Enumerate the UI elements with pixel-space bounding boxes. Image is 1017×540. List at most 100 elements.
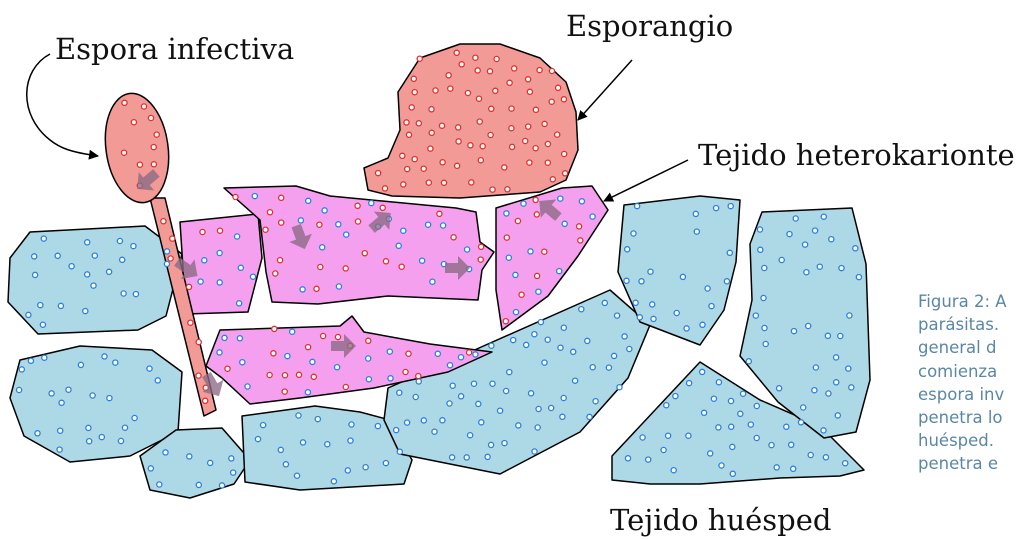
nucleus-dot [200,229,205,234]
nucleus-dot [524,342,529,347]
nucleus-dot [441,180,446,185]
nucleus-dot [702,410,707,415]
nucleus-dot [437,211,442,216]
nucleus-dot [388,376,393,381]
nucleus-dot [549,99,554,104]
nucleus-dot [117,238,122,243]
nucleus-dot [290,329,295,334]
nucleus-dot [488,132,493,137]
nucleus-dot [829,237,834,242]
nucleus-dot [849,385,854,390]
nucleus-dot [397,449,402,454]
nucleus-dot [196,482,201,487]
nucleus-dot [784,424,789,429]
nucleus-dot [421,166,426,171]
nucleus-dot [85,272,90,277]
nucleus-dot [507,80,512,85]
nucleus-dot [376,171,381,176]
nucleus-dot [412,157,417,162]
nucleus-dot [536,406,541,411]
nucleus-dot [509,144,514,149]
nucleus-dot [476,401,481,406]
nucleus-dot [164,249,169,254]
nucleus-dot [714,206,719,211]
nucleus-dot [283,462,288,467]
nucleus-dot [429,130,434,135]
nucleus-dot [709,304,714,309]
nucleus-dot [429,107,434,112]
nucleus-dot [493,88,498,93]
nucleus-dot [593,399,598,404]
nucleus-dot [401,228,406,233]
caption-line: penetra e [918,452,1017,475]
nucleus-dot [812,388,817,393]
nucleus-dot [512,66,517,71]
nucleus-dot [753,313,758,318]
nucleus-dot [441,223,446,228]
nucleus-dot [550,177,555,182]
nucleus-dot [774,465,779,470]
nucleus-dot [155,378,160,383]
nucleus-dot [700,369,705,374]
nucleus-dot [555,132,560,137]
nucleus-dot [716,425,721,430]
nucleus-dot [622,334,627,339]
nucleus-dot [217,280,222,285]
nucleus-dot [834,380,839,385]
nucleus-dot [537,68,542,73]
nucleus-dot [446,73,451,78]
nucleus-dot [355,219,360,224]
nucleus-dot [498,408,503,413]
nucleus-dot [406,132,411,137]
nucleus-dot [579,307,584,312]
nucleus-dot [69,264,74,269]
nucleus-dot [311,374,316,379]
nucleus-dot [394,428,399,433]
nucleus-dot [509,126,514,131]
nucleus-dot [763,341,768,346]
nucleus-dot [417,56,422,61]
nucleus-dot [686,433,691,438]
nucleus-dot [383,259,388,264]
nucleus-dot [754,435,759,440]
nucleus-dot [558,345,563,350]
nucleus-dot [450,383,455,388]
nucleus-dot [430,279,435,284]
nucleus-dot [664,403,669,408]
nucleus-dot [421,418,426,423]
nucleus-dot [502,165,507,170]
nucleus-dot [590,365,595,370]
nucleus-dot [245,384,250,389]
nucleus-dot [561,395,566,400]
nucleus-dot [646,457,651,462]
caption-line: espora inv [918,383,1017,406]
nucleus-dot [366,356,371,361]
nucleus-dot [306,345,311,350]
nucleus-dot [32,254,37,259]
nucleus-dot [237,336,242,341]
nucleus-dot [465,90,470,95]
nucleus-dot [396,243,401,248]
host-cell-left-top [8,226,182,334]
nucleus-dot [455,163,460,168]
nucleus-dot [808,452,813,457]
nucleus-dot [513,310,518,315]
nucleus-dot [533,107,538,112]
nucleus-dot [238,265,243,270]
nucleus-dot [58,303,63,308]
nucleus-dot [480,144,485,149]
nucleus-dot [447,401,452,406]
nucleus-dot [838,333,843,338]
nucleus-dot [336,222,341,227]
nucleus-dot [92,253,97,258]
nucleus-dot [196,373,201,378]
nucleus-dot [708,451,713,456]
nucleus-dot [719,463,724,468]
nucleus-dot [83,309,88,314]
nucleus-dot [724,279,729,284]
nucleus-dot [406,351,411,356]
nucleus-dot [490,187,495,192]
nucleus-dot [585,338,590,343]
nucleus-dot [41,236,46,241]
nucleus-dot [59,400,64,405]
